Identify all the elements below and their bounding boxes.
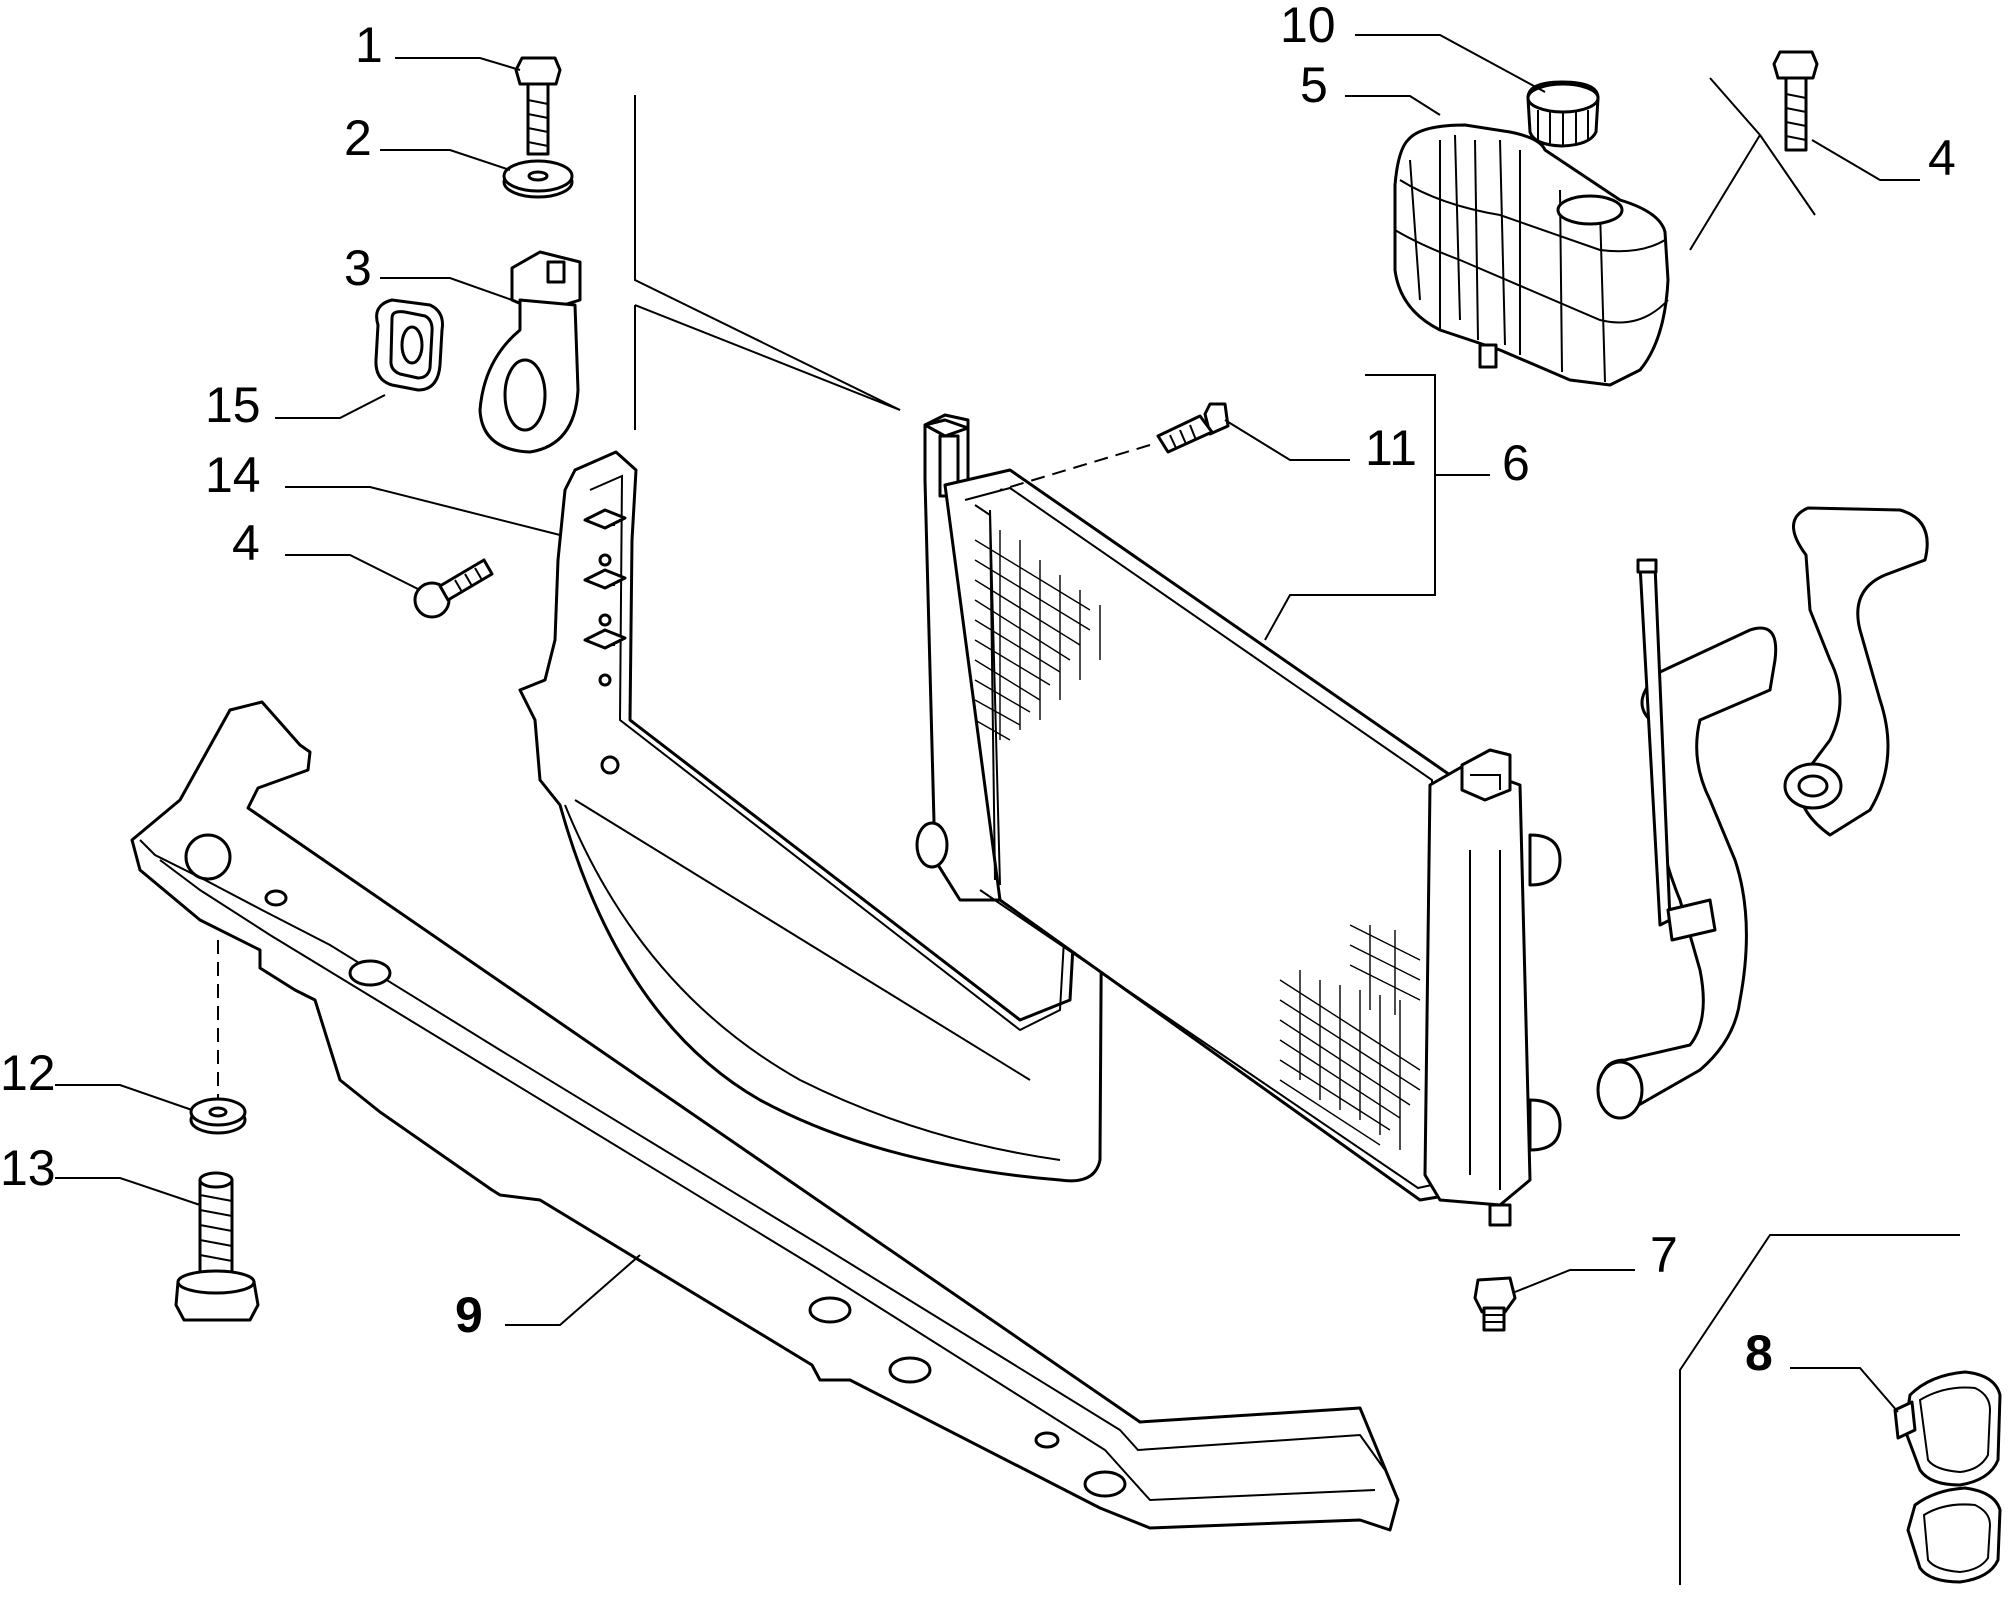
- part-9-lower-crossmember: [130, 700, 1400, 1532]
- part-12-washer: [189, 1097, 247, 1135]
- callout-4-right: 4: [1928, 130, 1956, 186]
- callout-10: 10: [1280, 0, 1336, 53]
- part-3-bracket: [478, 250, 582, 454]
- callout-9: 9: [455, 1287, 483, 1343]
- part-6-radiator: [915, 413, 1562, 1227]
- part-1-bolt: [514, 56, 562, 156]
- callout-15: 15: [205, 377, 261, 433]
- part-7-drain-plug: [1473, 1276, 1517, 1332]
- part-4-left-bolt: [413, 558, 494, 619]
- reference-lines: [217, 77, 1960, 1585]
- part-10-cap: [1526, 80, 1600, 148]
- leader-lines: [55, 34, 1920, 1413]
- part-11-bleed-screw: [1156, 402, 1230, 454]
- callout-11: 11: [1365, 420, 1417, 476]
- callout-8: 8: [1745, 1325, 1773, 1381]
- callout-6: 6: [1502, 435, 1530, 491]
- callout-1: 1: [355, 17, 383, 73]
- callout-labels: 1 2 3 4 4 5 6 7 8 9 10 11 12 13 14 15: [0, 0, 1956, 1381]
- part-5-expansion-tank: [1393, 123, 1670, 387]
- callout-2: 2: [344, 110, 372, 166]
- callout-5: 5: [1300, 57, 1328, 113]
- part-13-bolt: [174, 1171, 260, 1322]
- callout-3: 3: [344, 240, 372, 296]
- callout-14: 14: [205, 447, 261, 503]
- part-8-clamps: [1893, 1370, 2002, 1584]
- part-4-right-bolt: [1772, 50, 1819, 152]
- part-15-grommet: [374, 298, 444, 392]
- coolant-hoses: [1596, 506, 1929, 1120]
- part-2-washer: [502, 159, 574, 199]
- part-14-air-shroud: [518, 450, 1104, 1183]
- callout-13: 13: [0, 1140, 56, 1196]
- callout-7: 7: [1650, 1227, 1678, 1283]
- callout-12: 12: [0, 1045, 56, 1101]
- callout-4-left: 4: [232, 515, 260, 571]
